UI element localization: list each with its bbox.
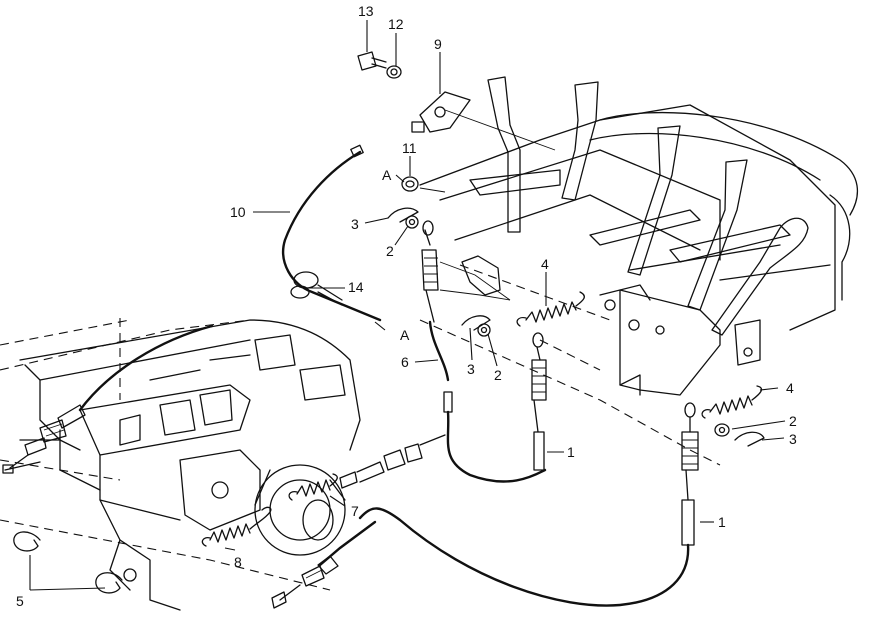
washer-left [405,215,419,229]
cable-7 [339,434,446,489]
callout-2-left: 2 [386,243,394,259]
callout-labels: 13 12 9 11 A 10 3 2 14 A 6 4 3 2 1 4 2 3… [16,3,797,609]
callout-4-right: 4 [786,380,794,396]
bolt [357,51,387,71]
transmission-housing [0,318,361,611]
return-spring-right [701,385,763,419]
callout-8: 8 [234,554,242,570]
snap-ring-lower [95,572,123,594]
callout-3-left: 3 [351,216,359,232]
callout-11: 11 [402,140,417,156]
callout-3-right: 3 [789,431,797,447]
control-lever-5 [711,217,809,336]
cable-10 [282,144,382,322]
spring-7 [288,473,338,501]
callout-14: 14 [348,279,364,295]
clip-pin-left [387,207,419,223]
callout-2-mid: 2 [494,367,502,383]
clip-pin-mid [461,315,491,331]
cable-bracket [411,91,556,151]
callout-2-right: 2 [789,413,797,429]
callout-1-right: 1 [718,514,726,530]
washer-mid [477,323,491,337]
long-cable-left [9,324,214,469]
nut [386,65,402,79]
spring-8 [201,506,272,547]
callout-7: 7 [351,503,359,519]
washer-11 [401,176,446,193]
callout-13: 13 [358,3,374,19]
callout-1-mid: 1 [567,444,575,460]
control-lever-1 [487,76,521,233]
leader-lines [29,20,786,591]
callout-a-top: A [382,167,392,183]
callout-a-mid: A [400,327,410,343]
callout-5: 5 [16,593,24,609]
callout-10: 10 [230,204,246,220]
control-lever-2 [561,81,599,201]
cable-1-mid [531,332,547,471]
callout-3-mid: 3 [467,361,475,377]
callout-4-mid: 4 [541,256,549,272]
cable-6 [421,220,547,483]
washer-right [714,423,730,437]
control-lever-3 [627,125,681,276]
lower-cable [271,520,377,609]
callout-6: 6 [401,354,409,370]
return-spring-mid [516,291,585,327]
callout-9: 9 [434,36,442,52]
callout-12: 12 [388,16,404,32]
clip-pin-right [734,431,765,447]
snap-ring-upper [13,531,41,552]
cable-1-right [358,402,699,607]
lever-bracket [599,284,761,396]
bracket-clip [461,255,501,296]
pulley-drum [254,464,346,556]
